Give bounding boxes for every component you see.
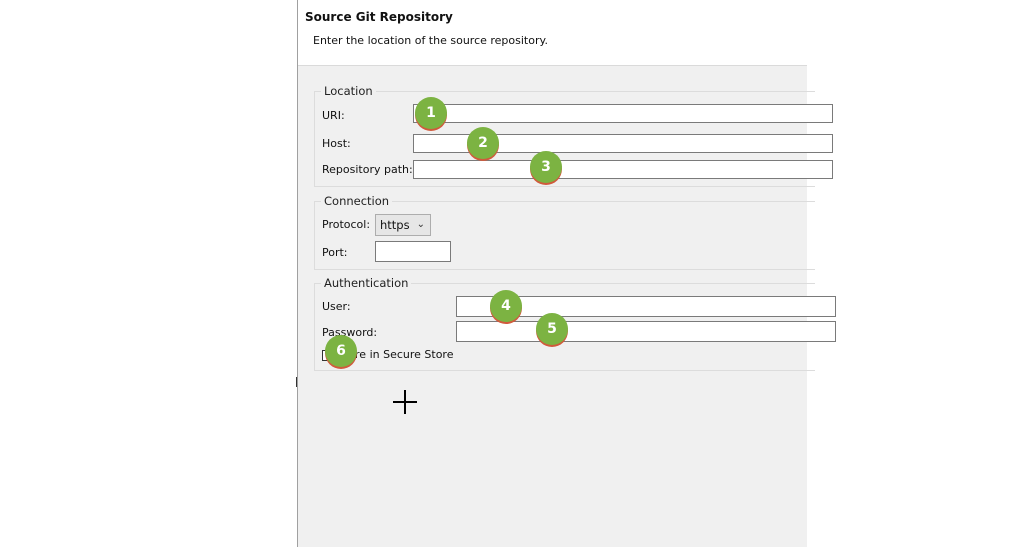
authentication-legend: Authentication	[321, 276, 412, 290]
dialog-title: Source Git Repository	[305, 10, 453, 24]
crosshair-cursor-icon	[393, 390, 417, 414]
user-input[interactable]	[456, 296, 836, 317]
crosshair-vertical	[404, 390, 406, 414]
annotation-badge-5: 5	[536, 313, 568, 345]
port-input[interactable]	[375, 241, 451, 262]
host-input[interactable]	[413, 134, 833, 153]
location-legend: Location	[321, 84, 376, 98]
annotation-badge-6: 6	[325, 335, 357, 367]
dialog-description: Enter the location of the source reposit…	[313, 34, 548, 47]
annotation-badge-1: 1	[415, 97, 447, 129]
host-label: Host:	[322, 137, 351, 150]
store-secure-label: Store in Secure Store	[337, 348, 454, 361]
authentication-group: Authentication User: Password: Store in …	[314, 276, 836, 371]
uri-input[interactable]	[413, 104, 833, 123]
password-input[interactable]	[456, 321, 836, 342]
annotation-badge-4: 4	[490, 290, 522, 322]
protocol-value: https	[380, 218, 410, 232]
dialog-header: Source Git Repository Enter the location…	[298, 0, 807, 66]
protocol-select[interactable]: https ⌄	[375, 214, 431, 236]
repository-path-input[interactable]	[413, 160, 833, 179]
protocol-label: Protocol:	[322, 218, 371, 231]
uri-label: URI:	[322, 109, 345, 122]
annotation-badge-3: 3	[530, 151, 562, 183]
annotation-badge-2: 2	[467, 127, 499, 159]
port-label: Port:	[322, 246, 348, 259]
connection-group: Connection Protocol: https ⌄ Port:	[314, 194, 815, 270]
connection-legend: Connection	[321, 194, 393, 208]
repository-path-label: Repository path:	[322, 163, 413, 176]
source-git-repository-dialog: Source Git Repository Enter the location…	[297, 0, 836, 547]
chevron-down-icon: ⌄	[416, 219, 425, 230]
user-label: User:	[322, 300, 351, 313]
location-group: Location URI: Host: Repository path:	[314, 84, 833, 187]
